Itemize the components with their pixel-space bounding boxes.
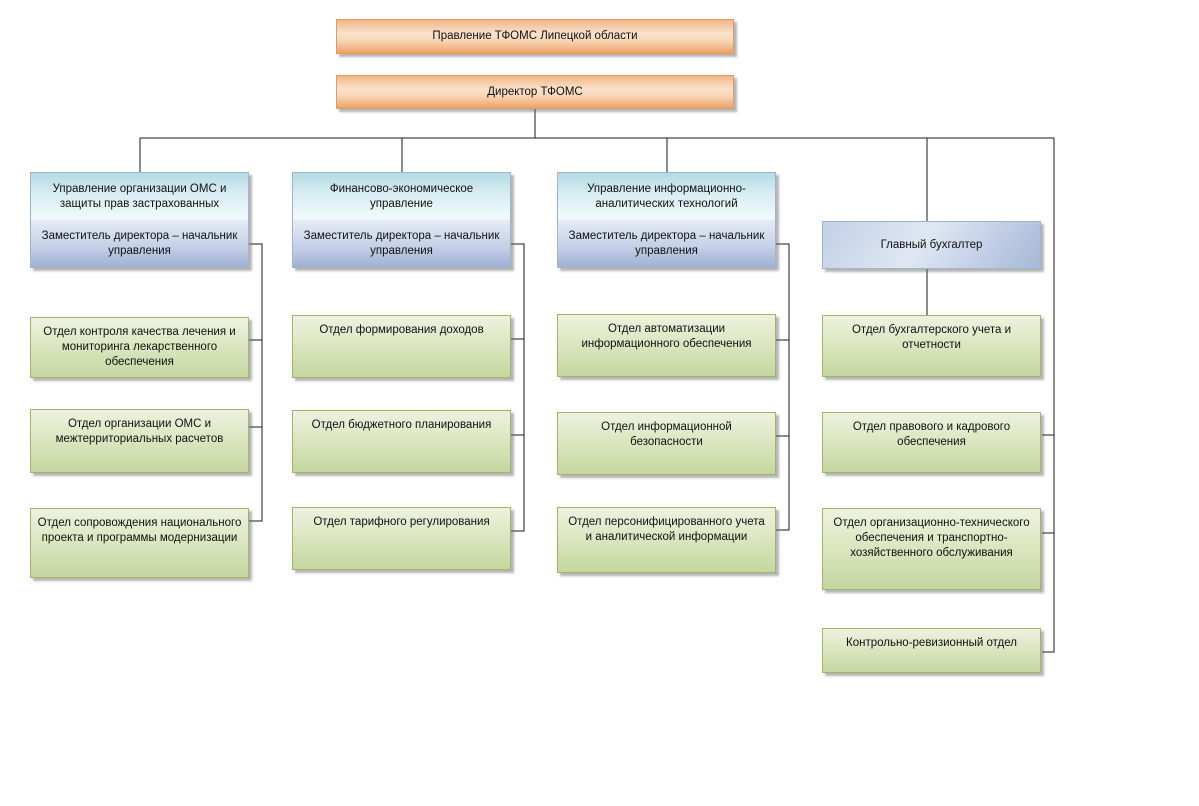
dept-box-3-3: Отдел персонифицированного учета и анали… xyxy=(557,507,776,573)
org-box-director-label: Директор ТФОМС xyxy=(487,85,583,98)
dept-box-1-3: Отдел сопровождения национального проект… xyxy=(30,508,249,578)
dept-box-3-1: Отдел автоматизации информационного обес… xyxy=(557,314,776,377)
dept-box-4-1: Отдел бухгалтерского учета и отчетности xyxy=(822,315,1041,377)
org-box-board-label: Правление ТФОМС Липецкой области xyxy=(432,30,638,42)
connector-right-vertical xyxy=(1042,138,1055,653)
dept-box-4-4: Контрольно-ревизионный отдел xyxy=(822,628,1041,673)
dept-box-1-1: Отдел контроля качества лечения и монито… xyxy=(30,317,249,378)
division-3-name: Управление информационно-аналитических т… xyxy=(558,173,775,220)
division-1-header: Управление организации ОМС и защиты прав… xyxy=(30,172,249,268)
division-2-name: Финансово-экономическое управление xyxy=(293,173,510,220)
dept-box-3-2: Отдел информационной безопасности xyxy=(557,412,776,475)
division-2-header: Финансово-экономическое управление Замес… xyxy=(292,172,511,268)
division-1-name: Управление организации ОМС и защиты прав… xyxy=(31,173,248,220)
connector-col3-side xyxy=(776,243,790,531)
division-2-head: Заместитель директора – начальник управл… xyxy=(293,220,510,267)
connector-col1-side xyxy=(249,243,263,522)
org-box-board: Правление ТФОМС Липецкой области xyxy=(336,19,734,54)
dept-box-2-3: Отдел тарифного регулирования xyxy=(292,507,511,570)
connector-col2-side xyxy=(511,243,525,532)
division-1-head: Заместитель директора – начальник управл… xyxy=(31,220,248,267)
division-3-head: Заместитель директора – начальник управл… xyxy=(558,220,775,267)
dept-box-2-1: Отдел формирования доходов xyxy=(292,315,511,378)
dept-box-4-3: Отдел организационно-технического обеспе… xyxy=(822,508,1041,590)
division-4-head: Главный бухгалтер xyxy=(822,221,1041,269)
dept-box-2-2: Отдел бюджетного планирования xyxy=(292,410,511,473)
division-3-header: Управление информационно-аналитических т… xyxy=(557,172,776,268)
dept-box-4-2: Отдел правового и кадрового обеспечения xyxy=(822,412,1041,473)
dept-box-1-2: Отдел организации ОМС и межтерриториальн… xyxy=(30,409,249,473)
org-box-director: Директор ТФОМС xyxy=(336,75,734,109)
